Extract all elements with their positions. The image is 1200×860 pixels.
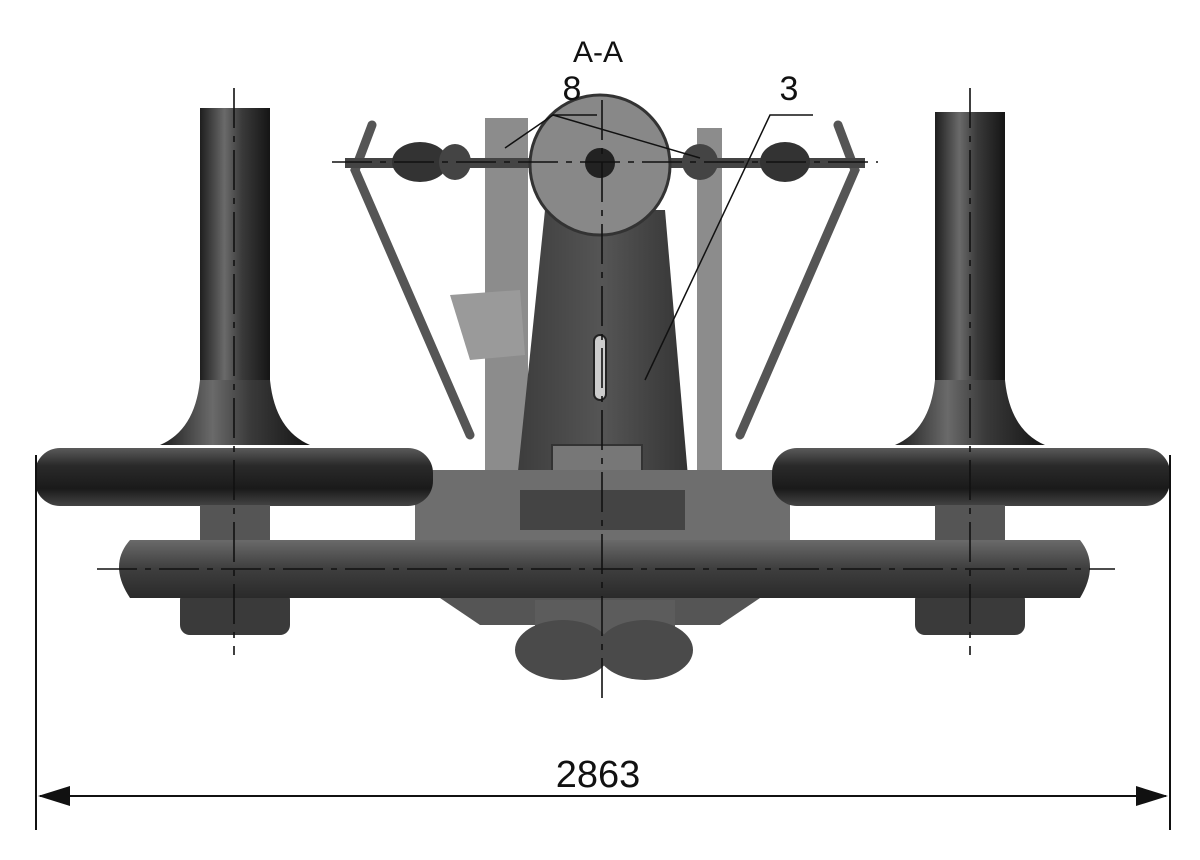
callout-8: 8 [563,70,582,108]
side-plates [450,118,722,480]
centerlines [97,88,1115,705]
section-label: A-A [573,36,623,69]
arrow-left-icon [38,786,70,806]
dimension-value: 2863 [556,754,641,796]
callout-leaders [504,114,813,381]
right-wheel [772,448,1170,506]
bottom-lugs [515,600,693,680]
left-axle-box [180,590,290,635]
callout-3: 3 [780,70,799,108]
left-column [160,108,310,445]
left-bearing [200,505,270,540]
tie-rods [350,120,860,440]
dimension-2863 [35,455,1171,830]
arrow-right-icon [1136,786,1168,806]
